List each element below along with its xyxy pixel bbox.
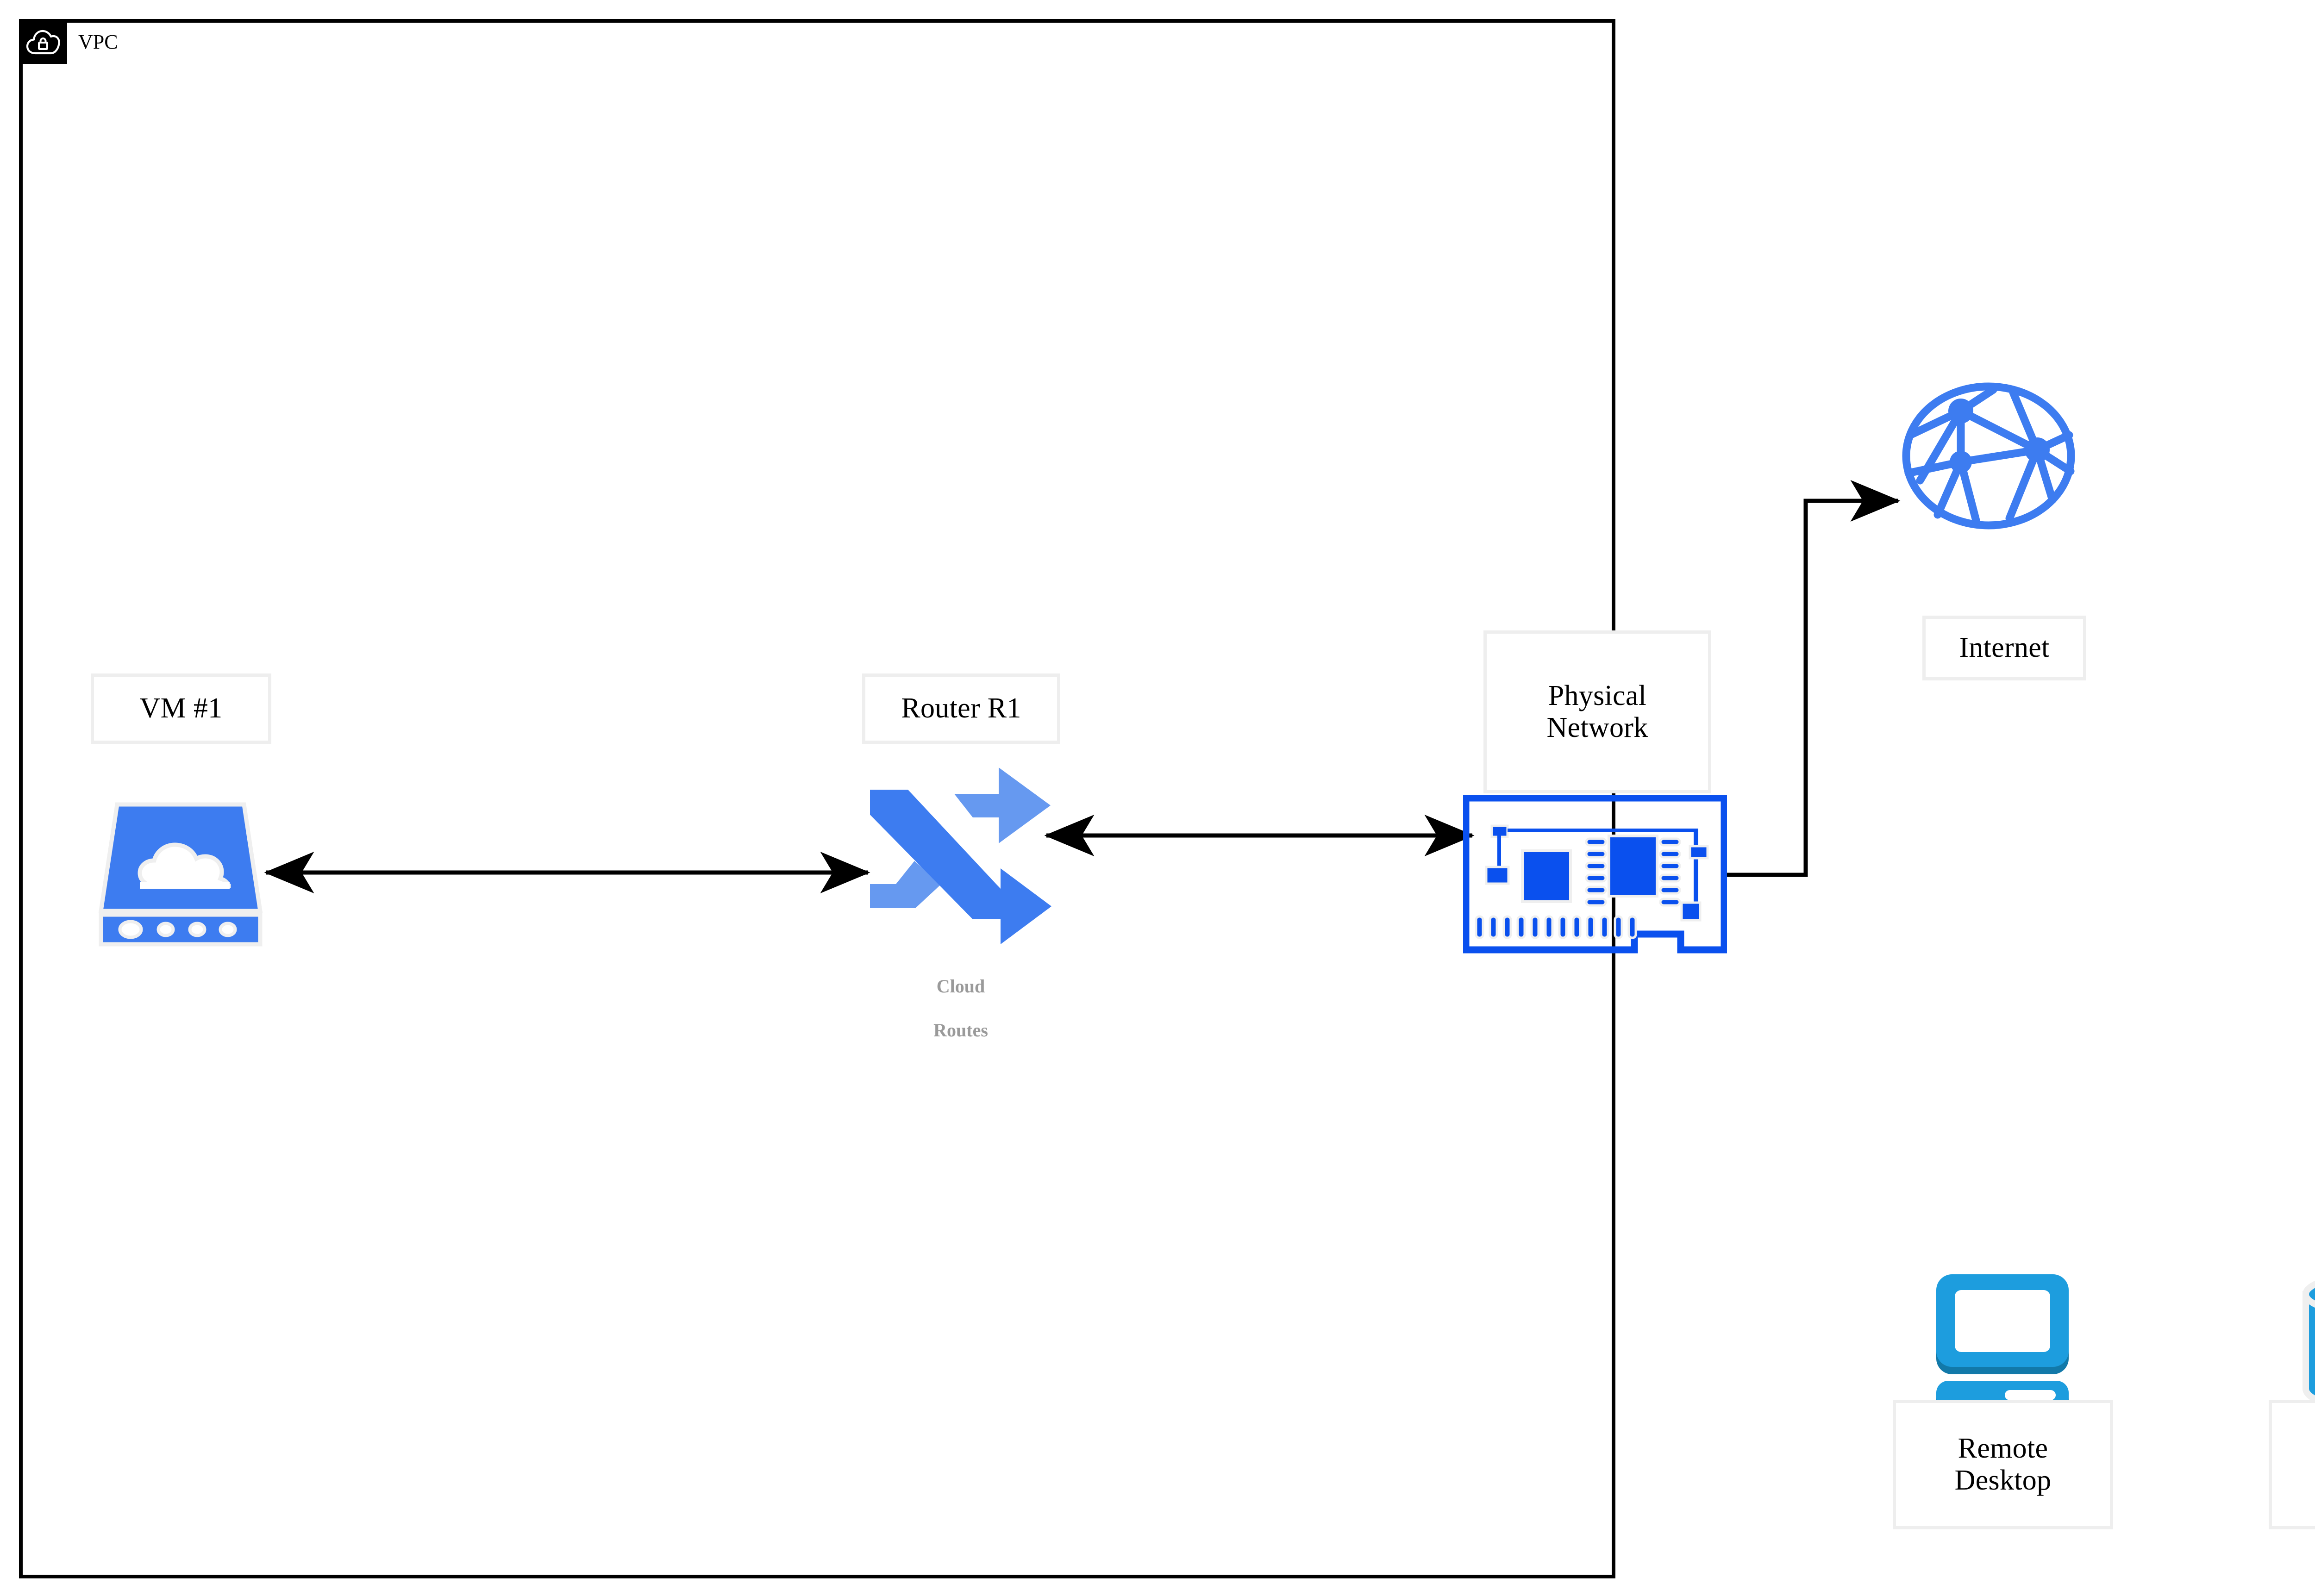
desktop-computer-icon[interactable] [1926,1266,2079,1414]
vpc-label: VPC [78,31,118,53]
node-label-s3-storage[interactable]: S3 Storage [2269,1400,2315,1529]
node-label-router1[interactable]: Router R1 [862,673,1060,744]
edge-physical-network-internet [1727,480,1901,877]
cloud-routes-icon[interactable] [863,750,1058,944]
vpc-badge [19,19,67,64]
cloud-lock-icon [26,27,60,56]
remote-desktop-label-line2: Desktop [1954,1465,2052,1496]
virtual-machine-icon[interactable] [88,795,273,953]
node-label-vm1[interactable]: VM #1 [91,673,271,744]
physical-network-label-line2: Network [1546,712,1648,743]
database-cylinder-icon[interactable] [2296,1267,2315,1415]
physical-network-label-line1: Physical [1548,680,1647,711]
node-sublabel-router1: Cloud Routes [882,954,1039,1063]
network-interface-card-icon[interactable] [1463,795,1727,957]
node-label-remote-desktop[interactable]: Remote Desktop [1893,1400,2113,1529]
router-sublabel-line1: Cloud [936,976,985,997]
node-label-physical-network[interactable]: Physical Network [1483,630,1711,793]
globe-mesh-icon[interactable] [1898,380,2079,532]
node-label-internet[interactable]: Internet [1922,616,2086,680]
router-sublabel-line2: Routes [933,1019,988,1041]
remote-desktop-label-line1: Remote [1958,1432,2048,1464]
